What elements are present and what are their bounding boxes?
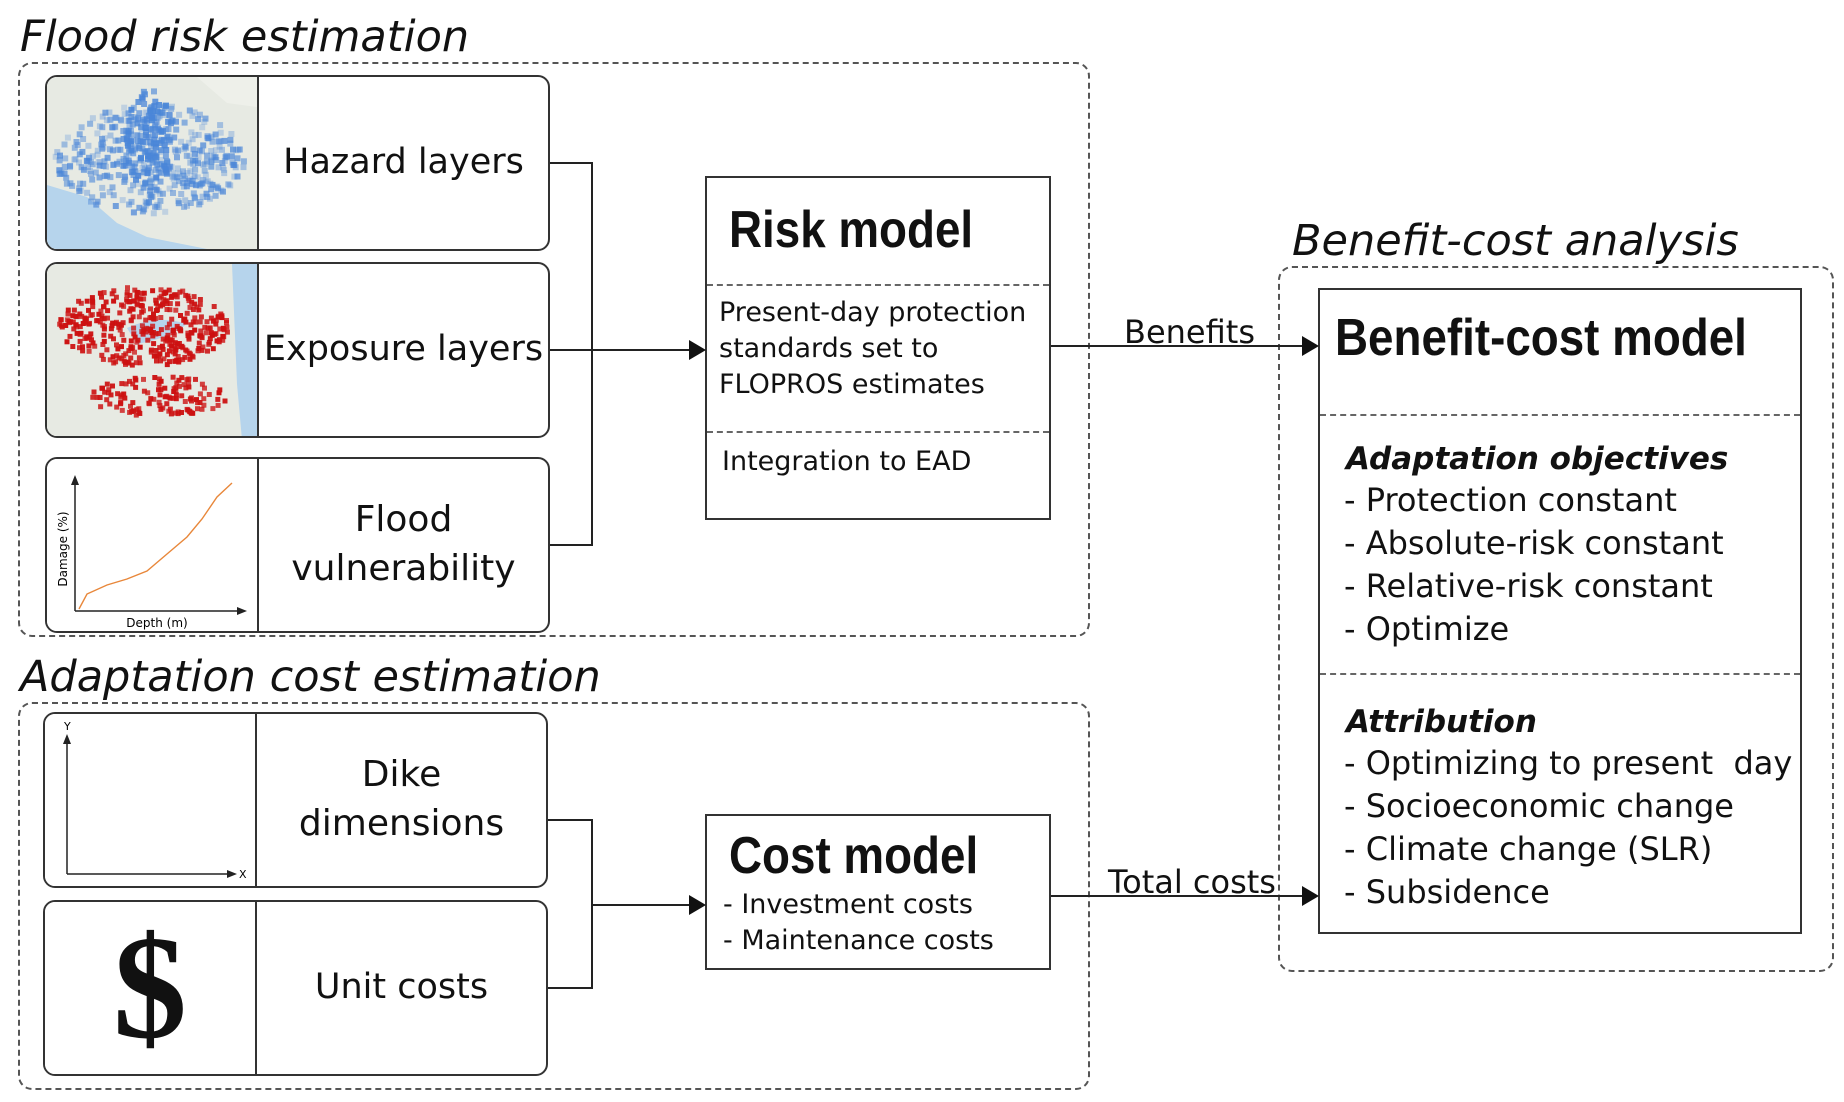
unit-costs-card: $ Unit costs	[43, 900, 548, 1076]
risk-model-box: Risk model Present-day protection standa…	[705, 176, 1051, 520]
exposure-map-image	[47, 264, 259, 436]
attribution-item: - Socioeconomic change	[1344, 787, 1734, 825]
hazard-layers-card: Hazard layers	[45, 75, 550, 251]
benefit-cost-model-title: Benefit-cost model	[1335, 309, 1747, 367]
attribution-item: - Subsidence	[1344, 873, 1550, 911]
dike-y-arrow-icon	[63, 734, 71, 744]
risk-model-divider-2	[707, 431, 1049, 433]
flood-vulnerability-card: Damage (%) Depth (m) Flood vulnerability	[45, 457, 550, 633]
flood-risk-title: Flood risk estimation	[20, 12, 470, 62]
adaptation-item: - Optimize	[1344, 610, 1510, 648]
risk-model-step-1: Present-day protection standards set to …	[719, 297, 1027, 400]
vulnerability-x-label: Depth (m)	[126, 616, 187, 630]
cost-model-item-maintenance: - Maintenance costs	[723, 925, 994, 956]
hazard-layers-label: Hazard layers	[283, 142, 524, 183]
risk-model-divider-1	[707, 284, 1049, 286]
flood-risk-group	[18, 62, 1090, 637]
adaptation-item: - Absolute-risk constant	[1344, 524, 1724, 562]
benefit-cost-analysis-title: Benefit-cost analysis	[1292, 216, 1739, 266]
dollar-symbol: $	[113, 906, 187, 1070]
risk-model-title: Risk model	[729, 201, 974, 259]
attribution-list: - Optimizing to present day - Socioecono…	[1344, 742, 1792, 914]
dike-dimensions-card: Y X Dike dimensions	[43, 712, 548, 888]
dike-x-arrow-icon	[227, 870, 237, 878]
flood-vulnerability-label: Flood vulnerability	[291, 499, 516, 589]
y-axis-arrow-icon	[71, 475, 79, 485]
vulnerability-curve-image: Damage (%) Depth (m)	[47, 459, 259, 631]
benefits-label: Benefits	[1124, 313, 1255, 351]
damage-curve	[78, 482, 233, 610]
cost-model-title: Cost model	[729, 827, 979, 885]
cost-model-item-investment: - Investment costs	[723, 889, 973, 920]
attribution-item: - Climate change (SLR)	[1344, 830, 1713, 868]
dike-dimensions-label: Dike dimensions	[298, 754, 505, 844]
adaptation-item: - Protection constant	[1344, 481, 1677, 519]
dollar-icon: $	[45, 902, 257, 1074]
adaptation-objectives-list: - Protection constant - Absolute-risk co…	[1344, 479, 1724, 651]
x-axis-arrow-icon	[237, 607, 247, 615]
adaptation-objectives-heading: Adaptation objectives	[1346, 441, 1729, 477]
benefit-cost-group	[1278, 266, 1834, 972]
benefit-cost-divider-2	[1320, 673, 1800, 675]
dike-axes-image: Y X	[45, 714, 257, 886]
adaptation-item: - Relative-risk constant	[1344, 567, 1713, 605]
vulnerability-y-label: Damage (%)	[56, 511, 70, 586]
hazard-map-image	[47, 77, 259, 249]
dike-y-label: Y	[63, 720, 71, 733]
attribution-item: - Optimizing to present day	[1344, 744, 1793, 782]
dike-x-label: X	[239, 868, 247, 881]
total-costs-label: Total costs	[1108, 863, 1276, 901]
benefit-cost-divider-1	[1320, 414, 1800, 416]
cost-model-box: Cost model - Investment costs - Maintena…	[705, 814, 1051, 970]
attribution-heading: Attribution	[1346, 704, 1537, 740]
exposure-layers-label: Exposure layers	[263, 329, 544, 370]
risk-model-step-2: Integration to EAD	[722, 446, 972, 477]
benefit-cost-model-box: Benefit-cost model Adaptation objectives…	[1318, 288, 1802, 934]
adaptation-cost-title: Adaptation cost estimation	[20, 652, 601, 702]
unit-costs-label: Unit costs	[314, 967, 489, 1008]
exposure-layers-card: Exposure layers	[45, 262, 550, 438]
